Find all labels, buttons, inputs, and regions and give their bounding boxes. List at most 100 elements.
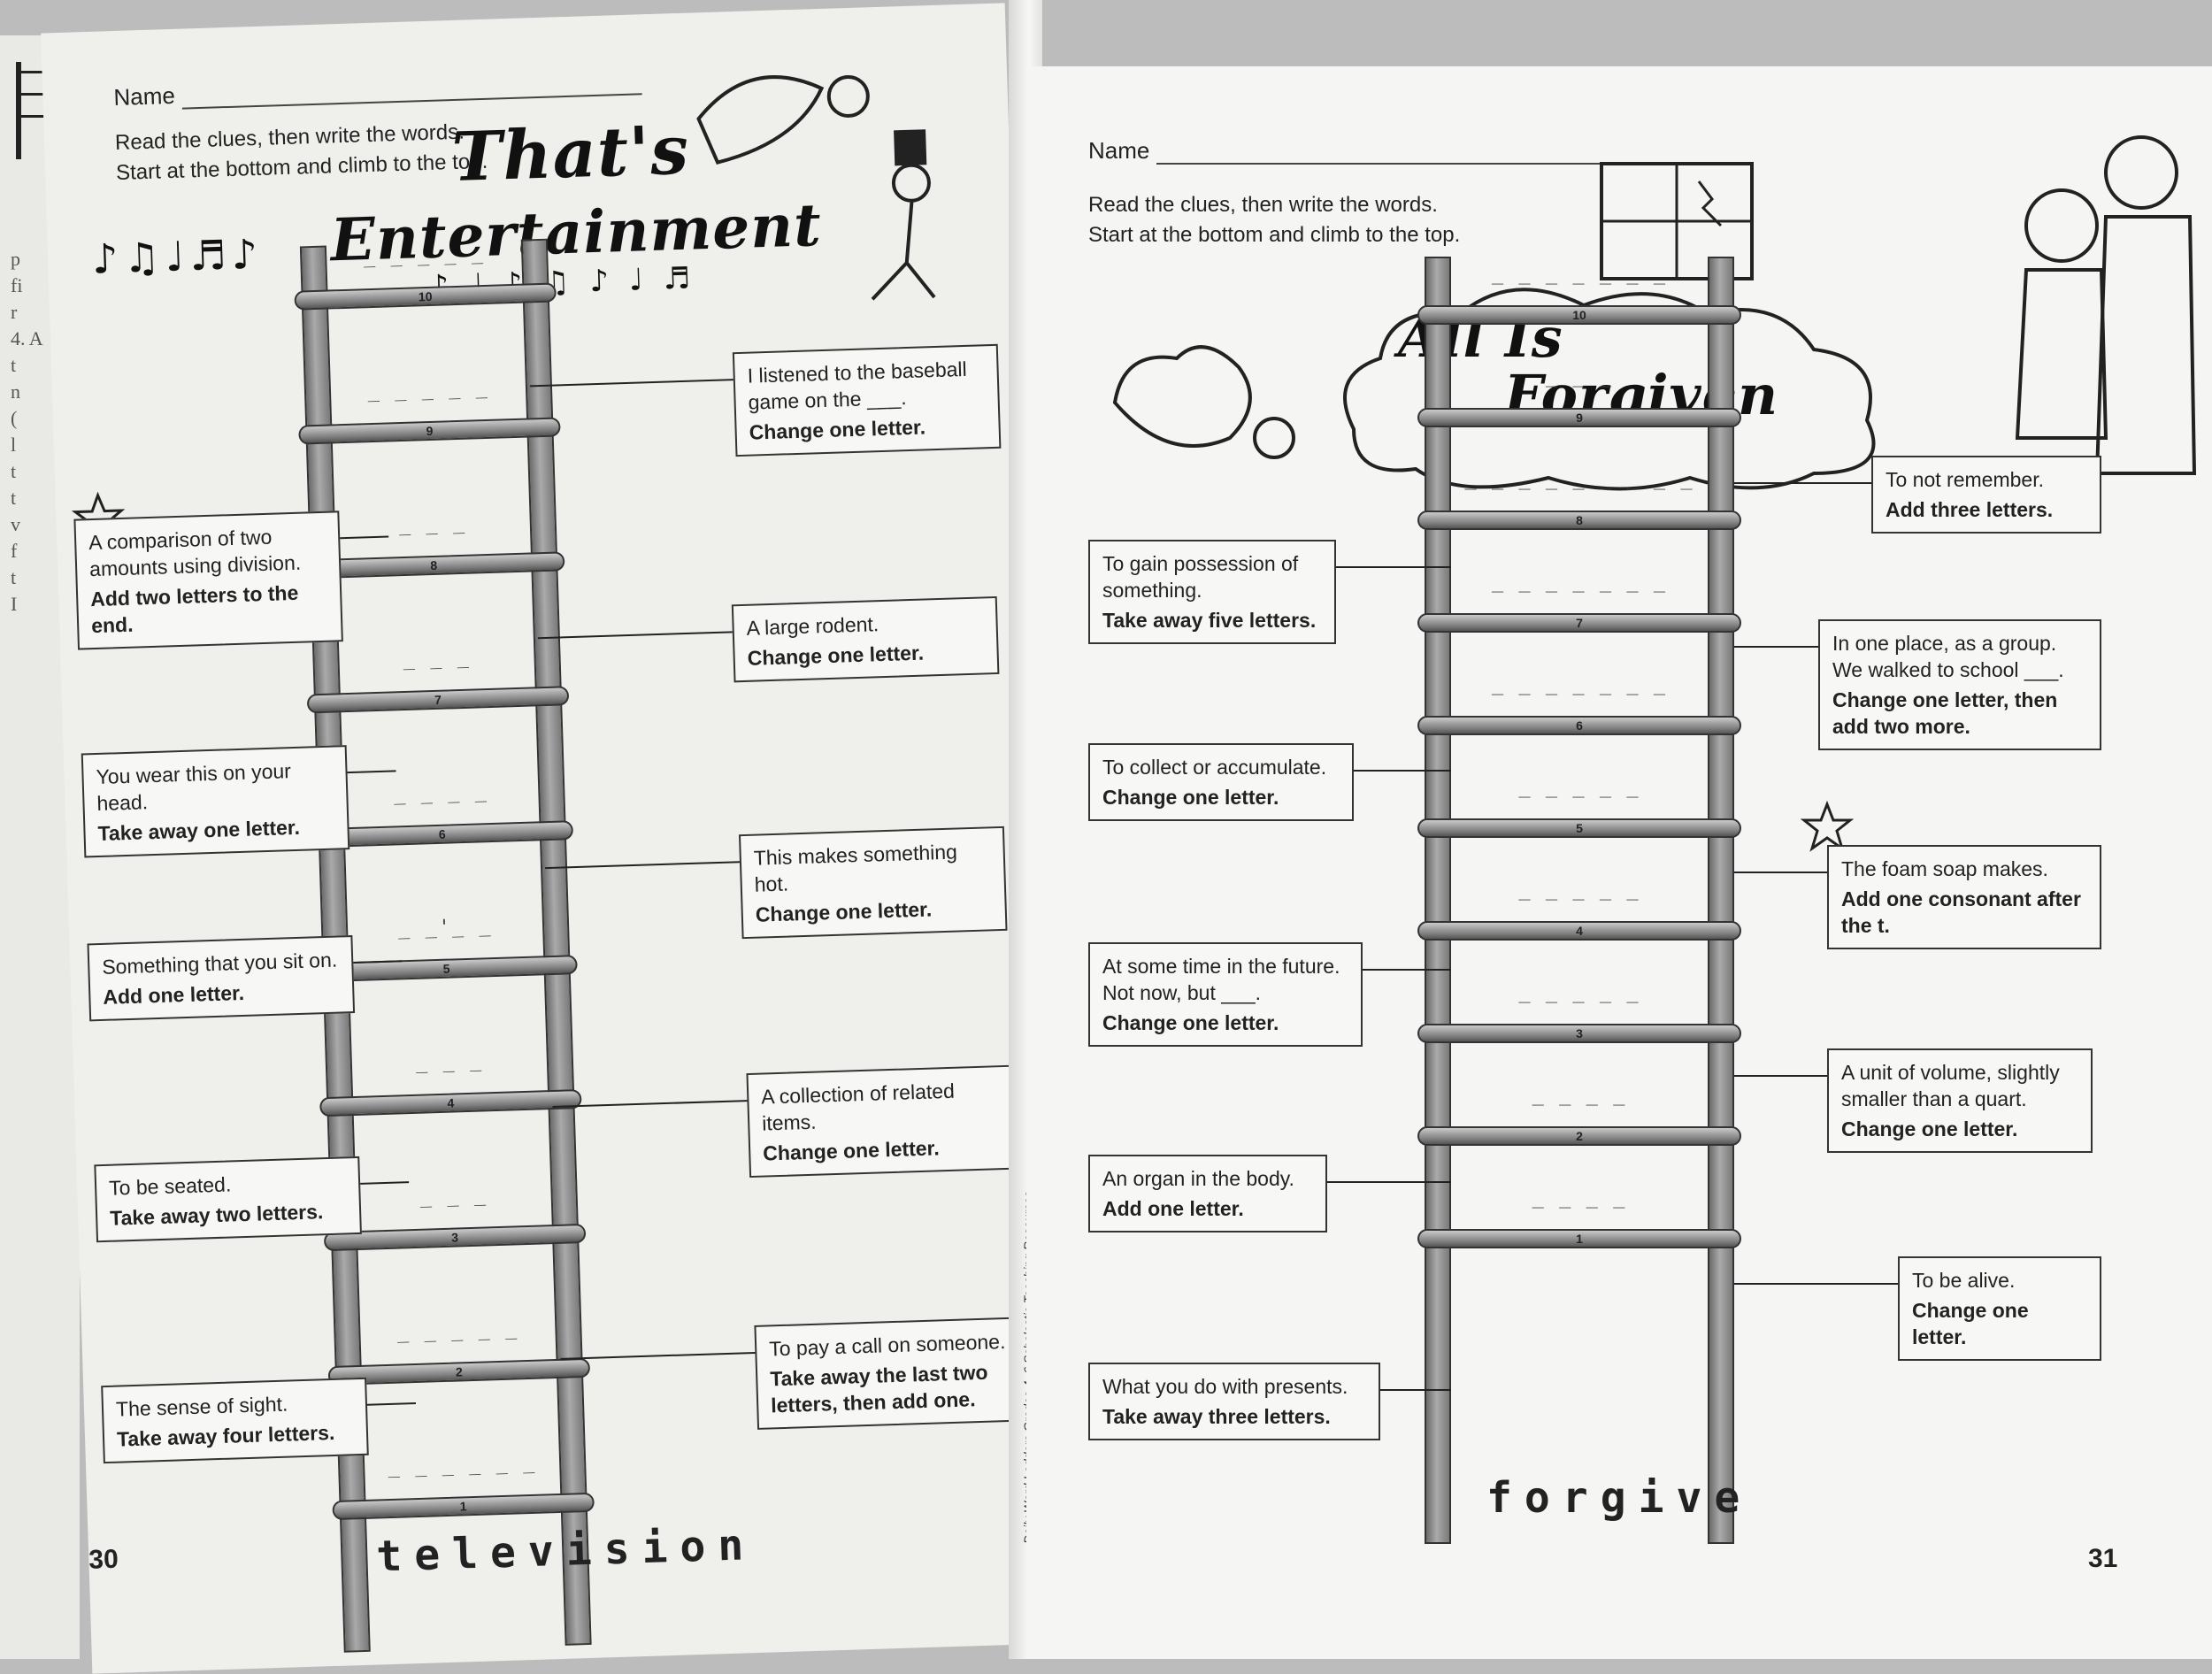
clue-text: The foam soap makes. (1841, 857, 2048, 880)
name-label: Name (1088, 137, 1150, 164)
clue-box: The foam soap makes.Add one consonant af… (1827, 845, 2101, 949)
clue-instruction: Add two letters to the end. (89, 580, 299, 638)
answer-blanks[interactable]: _ _ _ _ _ (1518, 879, 1640, 901)
rung-number: 9 (1576, 411, 1583, 425)
ladder-rung: 10 (1417, 305, 1741, 325)
prev-page-text-fragment: 4. A (11, 327, 43, 349)
clue-connector-line (1336, 566, 1451, 568)
rung-number: 3 (1576, 1026, 1583, 1040)
answer-blanks[interactable]: _ _ _ (415, 1049, 484, 1074)
music-notes-icon: ♪♫♩♬♪ (91, 229, 264, 283)
page-number: 30 (88, 1544, 119, 1575)
clue-text: To not remember. (1886, 468, 2044, 491)
clue-box: To gain possession of something.Take awa… (1088, 540, 1336, 644)
rung-number: 4 (447, 1095, 455, 1110)
answer-blanks[interactable]: _ _ _ _ (1532, 1084, 1627, 1106)
rung-number: 1 (459, 1499, 467, 1514)
prev-page-text-fragment: ( (11, 407, 18, 429)
answer-blanks[interactable]: _ _ _ (398, 511, 467, 537)
answer-blanks[interactable]: _ _ _ _ _ _ _ (1491, 673, 1668, 695)
clue-text: A unit of volume, slightly smaller than … (1841, 1061, 2060, 1110)
boy-and-adult-illustration (2015, 135, 2197, 475)
rung-number: 8 (1576, 513, 1583, 527)
instructions: Read the clues, then write the words. St… (115, 117, 488, 188)
ladder-rung: 1 (1417, 1229, 1741, 1248)
name-label: Name (112, 81, 176, 111)
ladder-rung: 8 (302, 551, 565, 580)
clue-text: A comparison of two amounts using divisi… (88, 525, 302, 581)
prev-page-text-fragment: l (11, 434, 17, 456)
clue-connector-line (552, 1100, 748, 1109)
clue-text: The sense of sight. (115, 1392, 288, 1421)
clue-instruction: Change one letter. (1102, 1011, 1279, 1034)
clue-connector-line (1734, 646, 1818, 648)
page-number: 31 (2088, 1544, 2118, 1573)
rung-number: 1 (1576, 1232, 1583, 1246)
clue-connector-line (1380, 1389, 1451, 1391)
star-icon (1801, 801, 1854, 852)
prev-page-text-fragment: I (11, 593, 18, 615)
clue-text: You wear this on your head. (96, 759, 292, 816)
glove-and-ball-illustration (1112, 345, 1295, 459)
clue-text: What you do with presents. (1102, 1375, 1348, 1398)
answer-blanks[interactable]: _ _ _ _ _ (396, 1317, 519, 1344)
clue-box: To pay a call on someone.Take away the l… (754, 1317, 1023, 1430)
ladder-rung: 3 (1417, 1024, 1741, 1043)
ladder-rung: 2 (1417, 1126, 1741, 1146)
clue-text: Something that you sit on. (101, 948, 338, 979)
answer-blanks[interactable]: _ _ _ _ _ (367, 376, 489, 403)
clue-connector-line (545, 861, 740, 870)
answer-blanks[interactable]: _ _ _ _ _ _ _ (1491, 263, 1668, 285)
ladder-rung: 9 (1417, 408, 1741, 427)
instruction-line-2: Start at the bottom and climb to the top… (1088, 223, 1461, 247)
clue-text: This makes something hot. (753, 840, 958, 896)
answer-blanks[interactable]: _ _ _ _ _ _ _ (1491, 571, 1668, 593)
clue-text: To collect or accumulate. (1102, 756, 1327, 779)
answer-blanks[interactable]: _ _ _ (403, 646, 472, 672)
answer-blanks[interactable]: _ _ _ _ _ _ _ _ _ (1464, 468, 1694, 490)
answer-blanks[interactable]: _ _ _ _ (393, 780, 489, 806)
prev-page-text-fragment: t (11, 487, 17, 509)
dancing-couple-illustration (696, 74, 936, 301)
ladder-rung: 5 (1417, 818, 1741, 838)
clue-box: This makes something hot.Change one lett… (738, 825, 1008, 940)
clue-box: A large rodent.Change one letter. (731, 595, 1000, 683)
instruction-line-1: Read the clues, then write the words. (1088, 193, 1438, 217)
answer-blanks[interactable]: _ _'_ _ (397, 915, 493, 941)
clue-connector-line (529, 379, 733, 388)
clue-connector-line (537, 631, 733, 640)
clue-box: You wear this on your head.Take away one… (81, 745, 350, 858)
prev-page-text-fragment: t (11, 566, 17, 588)
ladder-rung: 9 (298, 417, 561, 445)
clue-box: A unit of volume, slightly smaller than … (1827, 1048, 2093, 1153)
answer-blanks[interactable]: _ _ _ _ _ (1518, 776, 1640, 798)
clue-connector-line (1734, 482, 1871, 484)
answer-blanks[interactable]: _ _ _ _ (1532, 1186, 1627, 1209)
answer-blanks[interactable]: _ _ _ (419, 1184, 488, 1209)
rung-number: 2 (1576, 1129, 1583, 1143)
answer-blanks[interactable]: _ _ _ (1545, 365, 1614, 388)
title-line-1: That's (450, 110, 691, 197)
broken-window-illustration (1600, 162, 1754, 280)
ladder-rung: 7 (306, 686, 570, 714)
answer-blanks[interactable]: _ _ _ _ _ (1518, 981, 1640, 1003)
clue-box: Something that you sit on.Add one letter… (87, 935, 356, 1022)
bar-icon (16, 62, 51, 159)
clue-text: I listened to the baseball game on the _… (747, 357, 968, 414)
clue-connector-line (1363, 969, 1451, 971)
clue-instruction: Take away the last two letters, then add… (769, 1360, 988, 1417)
ladder-rung: 5 (315, 955, 578, 983)
answer-blanks[interactable]: _ _ _ _ _ _ (387, 1451, 537, 1479)
ladder-right-rail (1708, 257, 1734, 1544)
rung-number: 2 (455, 1364, 464, 1379)
clue-instruction: Take away three letters. (1102, 1405, 1331, 1428)
right-page: Name Read the clues, then write the word… (1026, 66, 2212, 1659)
clue-text: To be seated. (108, 1172, 232, 1200)
ladder-rung: 2 (327, 1357, 591, 1386)
clue-connector-line (347, 770, 396, 774)
clue-instruction: Change one letter. (1912, 1299, 2029, 1348)
clue-text: At some time in the future. Not now, but… (1102, 955, 1340, 1004)
clue-instruction: Change one letter. (749, 415, 926, 444)
clue-text: A collection of related items. (760, 1079, 956, 1135)
clue-instruction: Add one letter. (1102, 1197, 1244, 1220)
